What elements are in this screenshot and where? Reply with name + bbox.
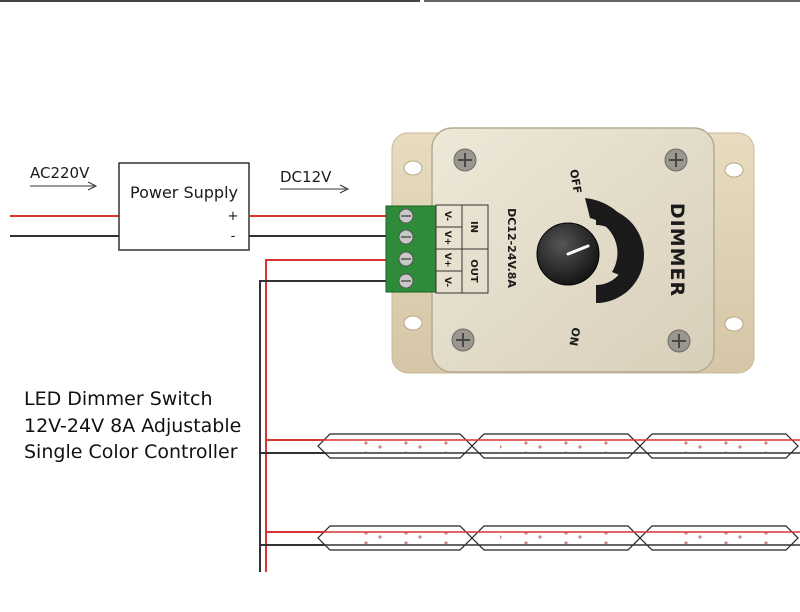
power-supply-label: Power Supply xyxy=(130,183,238,202)
power-supply-box: Power Supply + - xyxy=(118,162,250,251)
dimmer-output-wires xyxy=(259,259,392,572)
led-strip-row-2 xyxy=(317,525,800,551)
mount-hole-bottom-left xyxy=(403,315,423,331)
mount-hole-bottom-right xyxy=(724,316,744,332)
dc-output-label: DC12V xyxy=(280,168,332,186)
pin-label-4: V- xyxy=(442,277,452,287)
dc-output-label-group: DC12V xyxy=(280,168,350,194)
minus-terminal-label: - xyxy=(231,229,236,244)
led-strip-segment xyxy=(639,433,799,459)
screw-bottom-right xyxy=(667,329,691,353)
on-label: ON xyxy=(566,326,582,347)
psu-output-wires xyxy=(249,215,392,237)
dimmer-knob[interactable] xyxy=(536,222,600,286)
off-label: OFF xyxy=(567,168,584,194)
ac-input-label: AC220V xyxy=(30,164,90,182)
plus-terminal-label: + xyxy=(228,209,239,224)
led-strip-segment xyxy=(317,525,473,551)
caption-line-3: Single Color Controller xyxy=(24,441,238,463)
pin-label-3: V+ xyxy=(442,253,452,268)
mount-hole-top-right xyxy=(724,162,744,178)
screw-top-right xyxy=(664,148,688,172)
screw-bottom-left xyxy=(451,328,475,352)
led-strip-segment xyxy=(317,433,473,459)
dimmer-title: DIMMER xyxy=(666,203,688,297)
led-strip-segment xyxy=(639,525,799,551)
dimmer-rating-label: DC12-24V.8A xyxy=(505,208,518,288)
caption-line-2: 12V-24V 8A Adjustable xyxy=(24,414,242,437)
pin-label-2: V+ xyxy=(442,231,452,246)
led-strip-row-1 xyxy=(317,433,800,459)
product-caption: LED Dimmer Switch 12V-24V 8A Adjustable … xyxy=(24,386,241,466)
screw-top-left xyxy=(453,148,477,172)
terminal-label-panel: IN OUT V- V+ V+ V- xyxy=(435,204,489,294)
ac-input-label-group: AC220V xyxy=(30,164,98,191)
terminal-out-label: OUT xyxy=(468,259,479,283)
terminal-block xyxy=(385,205,437,293)
pin-label-1: V- xyxy=(442,211,452,221)
input-wires xyxy=(10,215,119,237)
caption-line-1: LED Dimmer Switch xyxy=(24,388,213,410)
brightness-arc-outer xyxy=(585,198,638,280)
led-strip-segment xyxy=(471,525,641,551)
terminal-in-label: IN xyxy=(468,221,479,233)
led-strip-segment xyxy=(471,433,641,459)
knob-indicator xyxy=(566,244,590,256)
mount-hole-top-left xyxy=(403,160,423,176)
dimmer-device: IN OUT V- V+ V+ V- DC12-24V.8A OFF ON DI… xyxy=(385,127,755,374)
